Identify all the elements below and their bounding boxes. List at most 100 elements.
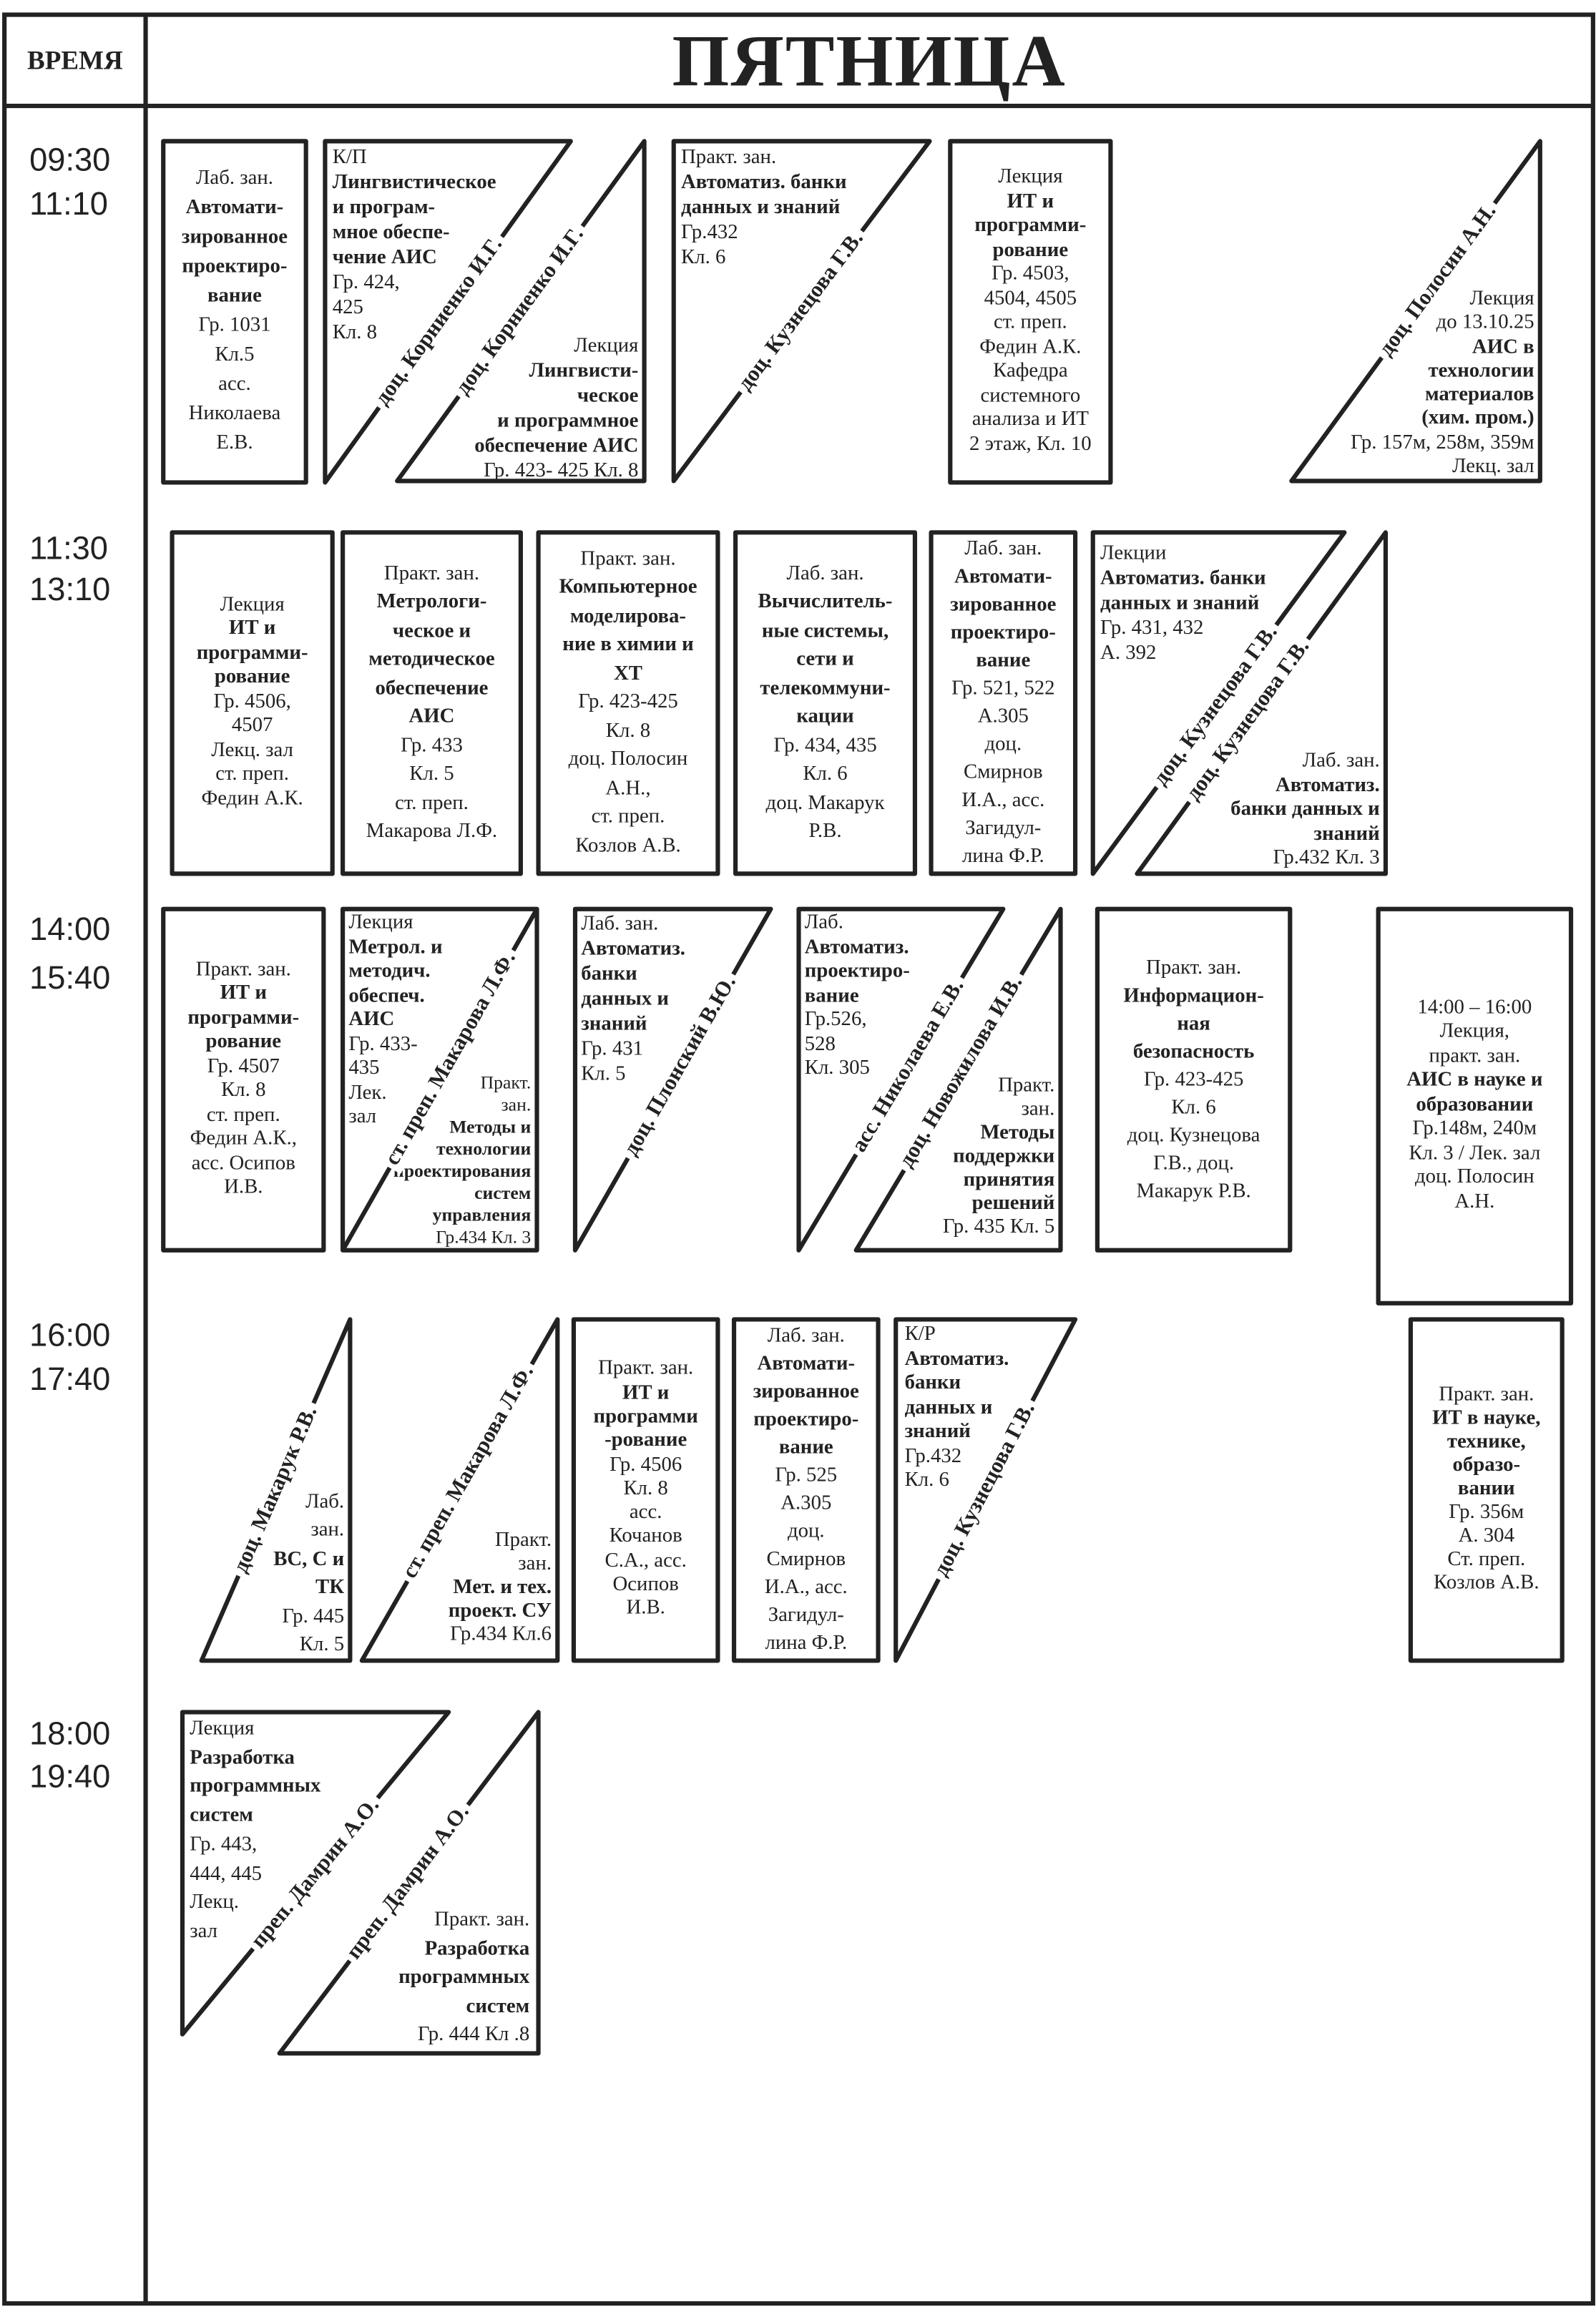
class-info-line: Осипов — [612, 1574, 679, 1597]
class-info-line: Загидул- — [965, 818, 1042, 841]
subject-line: Автоматиз. банки — [681, 172, 847, 195]
class-info-line: А. 304 — [1458, 1525, 1514, 1548]
subject-line: поддержки — [953, 1145, 1055, 1168]
class-info-line: Кл.5 — [215, 344, 255, 366]
subject-line: вание — [778, 1436, 833, 1459]
class-info-line: Гр. 444 Кл .8 — [417, 2024, 530, 2047]
subject-line: проектиро- — [753, 1409, 859, 1431]
class-info-line: И.В. — [626, 1597, 665, 1620]
subject-line: обеспечение — [375, 677, 489, 700]
class-info-line: Гр. 423-425 — [578, 691, 678, 714]
subject-line: образо- — [1452, 1454, 1521, 1477]
class-info-line: 528 — [804, 1033, 836, 1056]
subject-line: Метрол. и — [348, 936, 443, 959]
class-info-line: 444, 445 — [190, 1863, 263, 1886]
slot-start-time: 14:00 — [29, 910, 111, 948]
class-info-line: А.305 — [977, 705, 1029, 728]
subject-line: телекоммуни- — [760, 677, 891, 700]
subject-line: Автомати- — [954, 566, 1052, 589]
class-info-line: Федин А.К. — [201, 788, 303, 810]
subject-line: данных и знаний — [1100, 592, 1260, 615]
class-info-line: 2 этаж, Кл. 10 — [969, 433, 1092, 456]
class-cell-border — [170, 530, 335, 876]
class-info-line: Практ. зан. — [195, 958, 291, 981]
class-info-line: Лаб. зан. — [195, 167, 274, 190]
class-cell-border — [341, 530, 523, 876]
class-info-line: И.А., асс. — [961, 790, 1045, 813]
class-info-line: доц. Полосин — [1414, 1167, 1534, 1189]
subject-line: Автомати- — [757, 1353, 856, 1376]
class-cell-border — [571, 1317, 720, 1663]
class-info-line: зал — [190, 1921, 218, 1944]
class-info-line: зан. — [310, 1519, 345, 1542]
class-cell-border — [929, 530, 1078, 876]
subject-line: зированное — [753, 1381, 859, 1404]
class-info-line: Е.В. — [216, 432, 253, 455]
class-info-line: доц. — [984, 734, 1022, 756]
subject-line: -рование — [604, 1430, 687, 1452]
subject-line: АИС — [408, 705, 455, 728]
class-info-line: зан. — [1021, 1098, 1055, 1121]
subject-line: проект. СУ — [448, 1600, 552, 1622]
class-info-line: Гр. 4506, — [213, 690, 291, 713]
subject-line: данных и знаний — [681, 197, 841, 220]
class-info-line: Лаб. зан. — [581, 913, 659, 936]
class-info-line: Гр. 431 — [581, 1038, 644, 1061]
class-info-line: Кл. 5 — [581, 1063, 626, 1086]
subject-line: Информацион- — [1123, 984, 1264, 1007]
class-cell-border — [948, 139, 1113, 485]
subject-line: Автоматиз. — [581, 938, 685, 961]
subject-line: (хим. пром.) — [1421, 408, 1534, 431]
class-info-line: Смирнов — [964, 762, 1043, 784]
day-title: ПЯТНИЦА — [672, 19, 1067, 102]
class-info-line: Практ. — [494, 1529, 552, 1552]
class-info-line: зан. — [501, 1094, 532, 1115]
class-info-line: доц. Макарук — [765, 792, 885, 815]
subject-line: данных и — [581, 988, 669, 1011]
subject-line: Автоматиз. — [1275, 774, 1380, 797]
class-info-line: Кл. 6 — [803, 763, 848, 786]
class-cell-border — [536, 530, 720, 876]
class-info-line: Гр. 445 — [282, 1605, 345, 1628]
class-info-line: Гр.434 Кл.6 — [450, 1624, 552, 1646]
slot-end-time: 13:10 — [29, 570, 111, 608]
class-info-line: А.Н., — [605, 778, 651, 800]
subject-line: банки данных и — [1230, 798, 1380, 821]
class-info-line: Загидул- — [768, 1605, 844, 1627]
class-info-line: Гр. 443, — [190, 1833, 258, 1856]
subject-line: проектиро- — [950, 622, 1056, 645]
subject-line: ХТ — [613, 662, 642, 685]
class-info-line: Гр. 525 — [775, 1464, 838, 1487]
class-info-line: Гр. 431, 432 — [1100, 617, 1204, 640]
subject-line: проектиро- — [182, 255, 288, 278]
class-info-line: Лаб. зан. — [786, 562, 864, 585]
class-info-line: до 13.10.25 — [1436, 312, 1534, 335]
subject-line: знаний — [581, 1013, 647, 1036]
subject-line: Автомати- — [185, 197, 284, 220]
subject-line: АИС в науке и — [1406, 1069, 1543, 1092]
class-info-line: Лекция — [998, 166, 1063, 189]
subject-line: методич. — [348, 960, 431, 983]
class-info-line: Лекция — [348, 911, 413, 934]
class-info-line: Кл. 305 — [804, 1057, 870, 1080]
class-info-line: Гр.148м, 240м — [1412, 1118, 1537, 1141]
subject-line: мное обеспе- — [332, 222, 450, 245]
class-info-line: Гр. 434, 435 — [773, 735, 877, 757]
class-info-line: системного — [980, 384, 1081, 407]
subject-line: вание — [207, 285, 262, 308]
class-info-line: Гр.432 — [904, 1445, 962, 1468]
class-info-line: Кл. 8 — [623, 1478, 668, 1501]
subject-line: программи — [593, 1406, 698, 1429]
class-info-line: Кочанов — [609, 1526, 682, 1549]
